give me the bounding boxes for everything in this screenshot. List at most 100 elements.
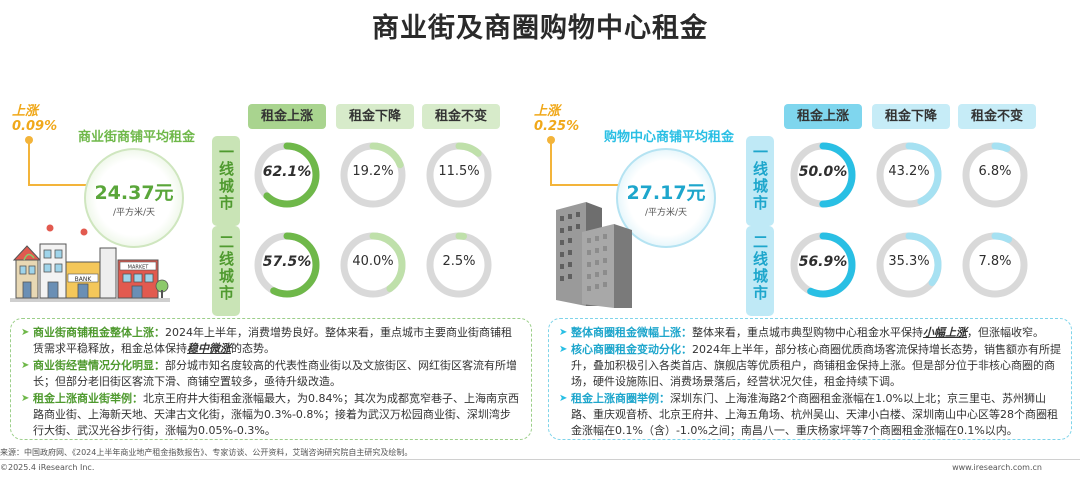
note-text: 部分城市知名度较高的代表性商业街以及文旅街区、网红街区客流有所增长；但部分老旧街… [33,359,517,388]
donut-tier1-flat: 11.5% [424,140,494,210]
page-title: 商业街及商圈购物中心租金 [372,13,708,44]
avg-rent-title: 商业街商铺平均租金 [78,130,196,145]
donut-tier2-flat: 2.5% [424,230,494,300]
rise-bracket [25,136,100,186]
tier-first: 一线城市 [212,136,240,226]
tier-second-right: 二线城市 [746,226,774,316]
note-head: 商业街商铺租金整体上涨： [33,326,165,339]
street-notes: ➤商业街商铺租金整体上涨：2024年上半年，消费增势良好。整体来看，重点城市主要… [10,318,532,440]
avg-rent-value: 24.37元 [94,182,174,204]
donut-label: 57.5% [262,254,312,270]
street-note-3: ➤租金上涨商业街举例：北京王府井大街租金涨幅最大，为0.84%；其次为成都宽窄巷… [21,392,519,437]
office-building-illustration [556,202,632,308]
donut-label: 40.0% [352,254,394,269]
donut-arc [790,232,856,298]
donut-arc [254,232,320,298]
donut-tier2-rise: 56.9% [788,230,858,300]
donut-arc [876,232,942,298]
col-head-fall: 租金下降 [336,104,414,129]
donut-label: 2.5% [442,254,476,269]
note-text: 2024年上半年，消费增势良好。整体来看，重点城市主要商业街商铺租赁需求平稳释放… [33,326,512,355]
donut-label: 19.2% [352,164,394,179]
donut-tier2-fall: 40.0% [338,230,408,300]
donut-tier2-fall: 35.3% [874,230,944,300]
donut-arc [876,142,942,208]
rise-value-right: 0.25% [534,119,580,134]
rise-label: 上涨 0.09% [12,104,57,134]
rise-label-text-right: 上涨 [534,104,561,119]
donut-label: 50.0% [798,164,848,180]
footer-divider [0,459,1080,460]
donut-label: 35.3% [888,254,930,269]
mall-note-3: ➤租金上涨商圈举例：深圳东门、上海淮海路2个商圈租金涨幅在1.0%以上北；京三里… [559,392,1058,437]
donut-label: 6.8% [978,164,1012,179]
note-text: 2024年上半年，部分核心商圈优质商场客流保持增长态势，销售额亦有所提升，叠加积… [571,343,1061,388]
donut-label: 11.5% [438,164,480,179]
donut-label: 43.2% [888,164,930,179]
site-url: www.iresearch.com.cn [952,463,1042,472]
donut-arc [254,142,320,208]
donut-tier2-flat: 7.8% [960,230,1030,300]
market-sign: MARKET [128,265,150,271]
note-text: 北京王府井大街租金涨幅最大，为0.84%；其次为成都宽窄巷子、上海南京西路商业街… [33,392,519,437]
street-shops-illustration: BANK MARKET [10,224,170,302]
copyright: ©2025.4 iResearch Inc. [0,463,95,472]
note-text: 深圳东门、上海淮海路2个商圈租金涨幅在1.0%以上北；京三里屯、苏州狮山路、重庆… [571,392,1058,437]
source-note: 来源：中国政府网、《2024上半年商业地产租金指数报告》、专家访谈、公开资料，艾… [0,448,413,457]
donut-arc [426,142,492,208]
rise-label-right: 上涨 0.25% [534,104,579,134]
donut-label: 56.9% [798,254,848,270]
tier-first-label: 一线城市 [217,144,235,212]
note-head: 整体商圈租金微幅上涨： [571,326,692,339]
col-head-flat-right: 租金不变 [958,104,1036,129]
donut-arc [962,232,1028,298]
note-emphasis: 小幅上涨 [923,326,967,339]
note-text-tail: ，但涨幅收窄。 [967,326,1044,339]
bank-sign: BANK [75,276,93,283]
avg-rent-circle-right: 27.17元 /平方米/天 [616,148,716,248]
avg-rent-unit: /平方米/天 [112,208,156,218]
tier-second-label-right: 二线城市 [751,234,769,302]
donut-label: 62.1% [262,164,312,180]
col-head-fall-right: 租金下降 [872,104,950,129]
street-note-1: ➤商业街商铺租金整体上涨：2024年上半年，消费增势良好。整体来看，重点城市主要… [21,326,512,355]
tier-first-label-right: 一线城市 [751,144,769,212]
street-shop-panel: 上涨 0.09% 商业街商铺平均租金 24.37元 /平方米/天 租金上涨 租金… [6,96,536,316]
donut-tier1-rise: 50.0% [788,140,858,210]
donut-arc [426,232,492,298]
note-text: 整体来看，重点城市典型购物中心租金水平保持 [692,326,923,339]
donut-tier1-flat: 6.8% [960,140,1030,210]
mall-note-2: ➤核心商圈租金变动分化：2024年上半年，部分核心商圈优质商场客流保持增长态势，… [559,343,1061,388]
rise-value: 0.09% [12,119,58,134]
donut-arc [340,232,406,298]
avg-rent-title-right: 购物中心商铺平均租金 [604,130,735,145]
avg-rent-unit-right: /平方米/天 [644,208,688,218]
note-head: 租金上涨商业街举例： [33,392,143,405]
mall-panel: 上涨 0.25% 购物中心商铺平均租金 27.17元 /平方米/天 租金上涨 租… [520,96,1050,316]
rise-label-text: 上涨 [12,104,39,119]
note-text-tail: 的态势。 [231,342,275,355]
avg-rent-value-right: 27.17元 [626,182,706,204]
donut-tier1-fall: 19.2% [338,140,408,210]
donut-arc [790,142,856,208]
col-head-rise: 租金上涨 [248,104,326,129]
note-head: 租金上涨商圈举例： [571,392,670,405]
mall-notes: ➤整体商圈租金微幅上涨：整体来看，重点城市典型购物中心租金水平保持小幅上涨，但涨… [548,318,1072,440]
street-note-2: ➤商业街经营情况分化明显：部分城市知名度较高的代表性商业街以及文旅街区、网红街区… [21,359,517,388]
col-head-rise-right: 租金上涨 [784,104,862,129]
mall-note-1: ➤整体商圈租金微幅上涨：整体来看，重点城市典型购物中心租金水平保持小幅上涨，但涨… [559,326,1044,339]
note-head: 商业街经营情况分化明显： [33,359,165,372]
note-head: 核心商圈租金变动分化： [571,343,692,356]
rise-bracket-right [547,136,622,186]
donut-arc [962,142,1028,208]
tier-first-right: 一线城市 [746,136,774,226]
donut-label: 7.8% [978,254,1012,269]
donut-tier1-fall: 43.2% [874,140,944,210]
donut-arc [340,142,406,208]
tier-second: 二线城市 [212,226,240,316]
tier-second-label: 二线城市 [217,234,235,302]
avg-rent-circle: 24.37元 /平方米/天 [84,148,184,248]
donut-tier1-rise: 62.1% [252,140,322,210]
col-head-flat: 租金不变 [422,104,500,129]
note-emphasis: 稳中微涨 [187,342,231,355]
